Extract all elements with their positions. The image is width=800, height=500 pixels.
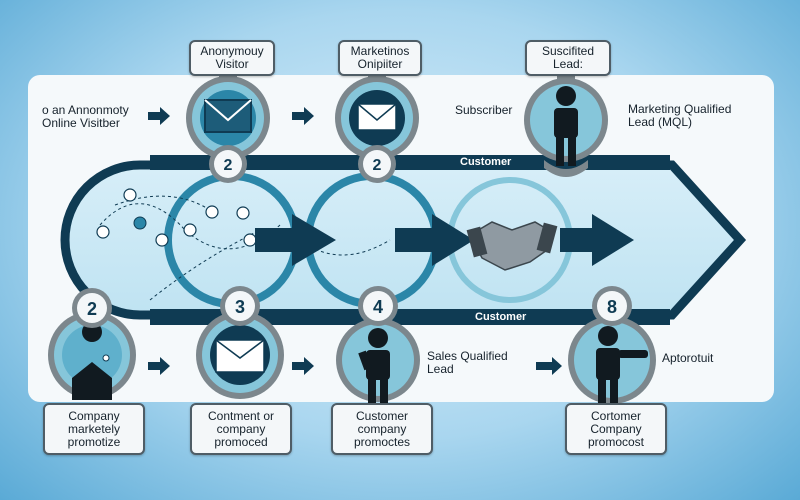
label-line: Contment or [207,408,275,423]
bottom-badge-2: 3 [220,286,260,326]
label-content-company: Contment or company promoced [190,403,292,455]
bottom-step-customer [336,318,420,406]
label-line: company [357,421,407,436]
label-line: Lead (MQL) [628,115,693,129]
bottom-badge-1: 2 [72,288,112,328]
label-line: company [216,421,266,436]
top-badge-1: 2 [209,145,247,183]
label-line: marketely [67,421,120,436]
label-line: Suscifited [541,44,595,58]
svg-text:8: 8 [607,297,617,317]
label-sql: Sales Qualified Lead [427,350,508,376]
svg-text:2: 2 [373,157,382,174]
label-line: Company [68,408,120,423]
label-advocate: Aptorotuit [662,351,714,365]
label-line: Marketing Qualified [628,102,732,116]
label-customer-promocost: Cortomer Company promocost [565,403,667,455]
label-line: Online Visitber [42,116,120,130]
label-subscribed-lead: Suscifited Lead: [525,40,611,76]
bottom-step-content [196,311,284,399]
label-marketing-opt-in: Marketinos Onipiiter [338,40,422,76]
top-step-envelope-1 [186,70,270,160]
svg-text:4: 4 [373,297,383,317]
envelope-icon [215,339,265,373]
top-step-person [524,70,608,177]
label-line: promoctes [353,434,411,449]
svg-text:2: 2 [87,299,97,319]
label-line: Lead [427,362,454,376]
label-customer-company: Customer company promoctes [331,403,433,455]
label-line: o an Annonmoty [42,103,129,117]
arrow-right-icon [255,214,634,266]
label-line: promoced [214,434,268,449]
label-line: Customer [355,408,408,423]
label-line: promotize [67,434,121,449]
label-company-marketing: Company marketely promotize [43,403,145,455]
handshake-icon [466,221,558,271]
label-line: Lead: [552,57,584,71]
envelope-icon [357,103,397,131]
bottom-step-advocate [568,316,656,408]
bottom-step-company [48,311,136,400]
label-anonymous-visitor: Anonymouy Visitor [189,40,275,76]
bottom-badge-4: 8 [592,286,632,326]
band-label-bottom: Customer [475,311,527,323]
label-line: Anonymouy [200,44,264,58]
visitor-nodes [96,188,257,247]
label-line: Marketinos [350,44,410,58]
svg-text:2: 2 [224,157,233,174]
person-icon [358,328,390,406]
label-mql: Marketing Qualified Lead (MQL) [628,103,731,129]
person-icon [596,326,648,408]
top-step-envelope-2 [335,70,419,160]
envelope-icon [204,99,252,133]
label-line: Visitor [215,57,249,71]
band-label-top: Customer [460,156,512,168]
label-line: Sales Qualified [427,349,508,363]
person-icon [554,86,578,166]
label-line: promocost [587,434,645,449]
label-line: Cortomer [590,408,641,423]
label-online-visitor: o an Annonmoty Online Visitber [42,104,129,130]
label-subscriber: Subscriber [455,103,513,117]
bottom-badge-3: 4 [358,286,398,326]
label-line: Company [590,421,642,436]
top-badge-2: 2 [358,145,396,183]
svg-text:3: 3 [235,297,245,317]
arrow-right-icon [148,107,562,375]
house-icon [72,362,112,400]
label-line: Onipiiter [357,57,403,71]
